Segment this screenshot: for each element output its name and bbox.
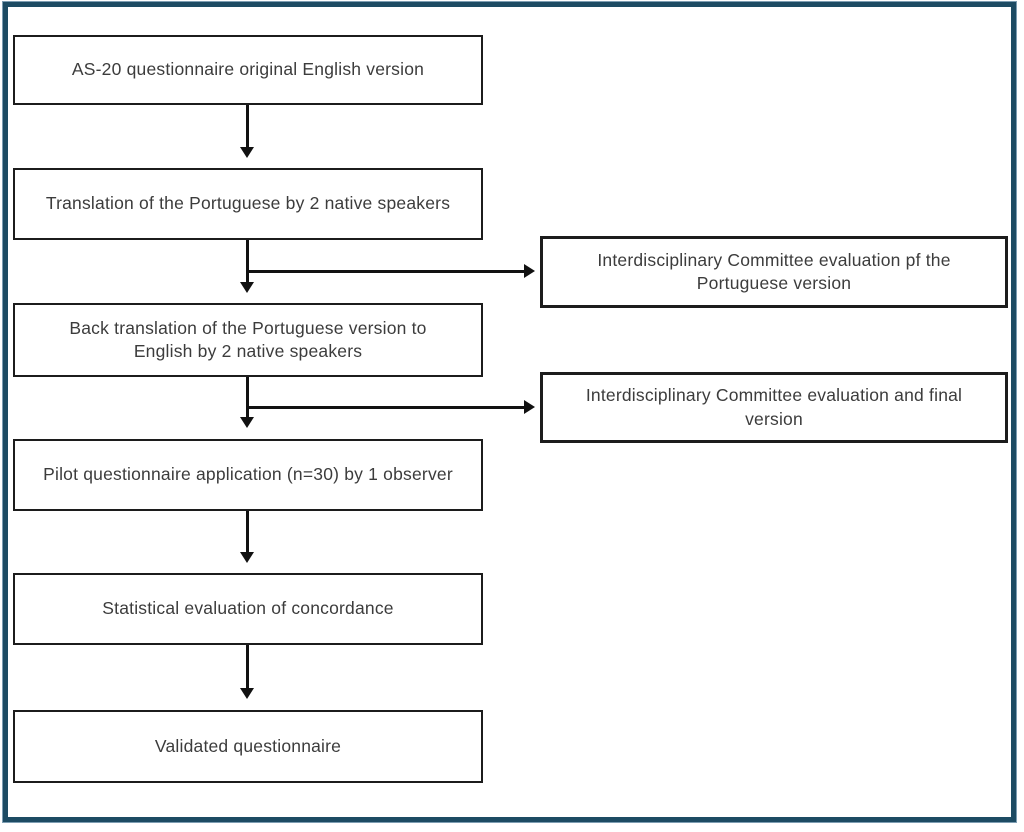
flow-step-3: Back translation of the Portuguese versi… — [13, 303, 483, 377]
flow-step-6: Validated questionnaire — [13, 710, 483, 783]
diagram-frame — [3, 2, 1016, 822]
connector-step2-side1 — [246, 270, 524, 273]
flow-step-5: Statistical evaluation of concordance — [13, 573, 483, 645]
arrowhead-right-icon — [524, 264, 535, 278]
connector-step3-side2 — [246, 406, 524, 409]
flow-step-3-label: Back translation of the Portuguese versi… — [69, 317, 427, 361]
flow-step-6-label: Validated questionnaire — [154, 735, 342, 756]
flow-step-4-label: Pilot questionnaire application (n=30) b… — [43, 464, 453, 485]
arrowhead-down-icon — [240, 282, 254, 293]
flow-side-1: Interdisciplinary Committee evaluation p… — [540, 236, 1008, 308]
flow-step-5-label: Statistical evaluation of concordance — [102, 598, 394, 619]
arrowhead-down-icon — [240, 417, 254, 428]
flow-step-2-label: Translation of the Portuguese by 2 nativ… — [45, 193, 451, 214]
arrowhead-down-icon — [240, 552, 254, 563]
flow-step-1-label: AS-20 questionnaire original English ver… — [71, 59, 425, 80]
connector-step4-step5 — [246, 511, 249, 552]
connector-step3-step4 — [246, 377, 249, 417]
connector-step5-step6 — [246, 645, 249, 688]
flow-side-2-label: Interdisciplinary Committee evaluation a… — [585, 385, 963, 429]
flow-step-1: AS-20 questionnaire original English ver… — [13, 35, 483, 105]
flow-side-1-label: Interdisciplinary Committee evaluation p… — [597, 249, 951, 293]
flow-step-4: Pilot questionnaire application (n=30) b… — [13, 439, 483, 511]
connector-step1-step2 — [246, 105, 249, 147]
arrowhead-right-icon — [524, 400, 535, 414]
arrowhead-down-icon — [240, 688, 254, 699]
connector-step2-step3 — [246, 240, 249, 282]
flow-side-2: Interdisciplinary Committee evaluation a… — [540, 372, 1008, 443]
arrowhead-down-icon — [240, 147, 254, 158]
flow-step-2: Translation of the Portuguese by 2 nativ… — [13, 168, 483, 240]
